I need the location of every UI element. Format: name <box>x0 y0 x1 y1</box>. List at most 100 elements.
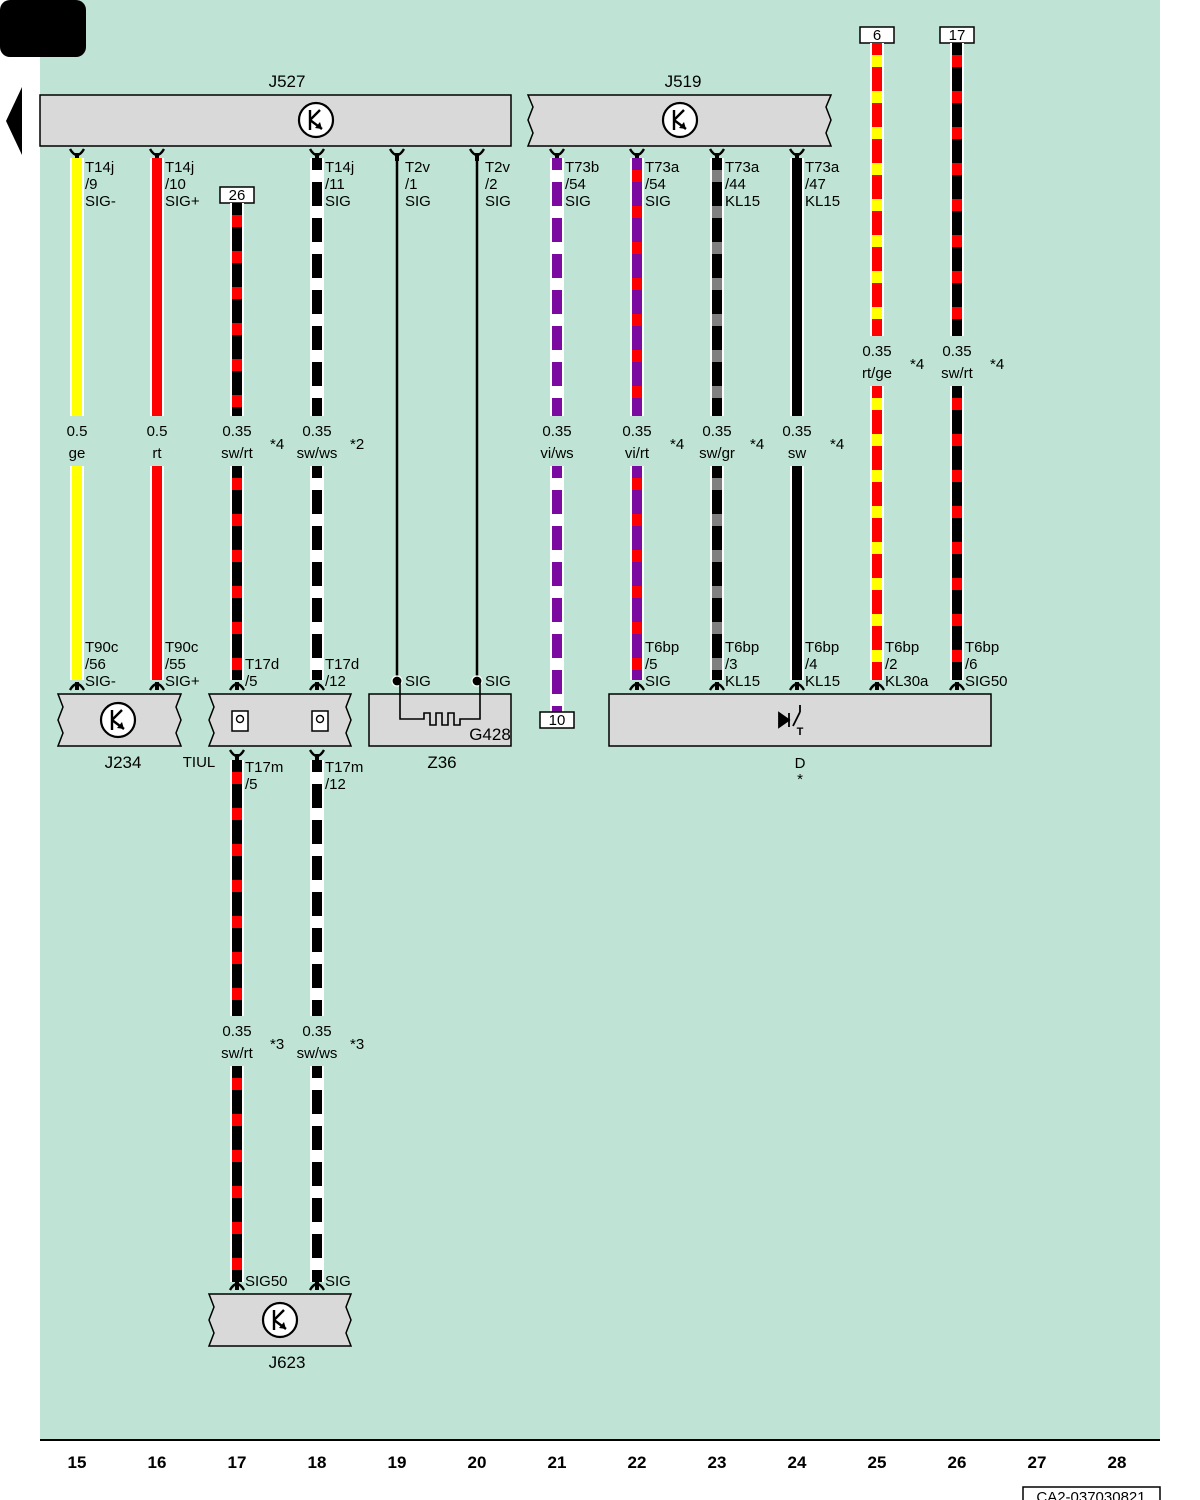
pin-label: T14j <box>165 159 194 176</box>
wire-color-code: sw/ws <box>297 1045 338 1062</box>
wire-size: 0.35 <box>302 1023 331 1040</box>
wire-segment[interactable] <box>310 158 324 416</box>
d-label: D <box>795 755 806 772</box>
pin-label: /5 <box>245 673 258 690</box>
pin-label: KL30a <box>885 673 929 690</box>
wire-color-code: vi/rt <box>625 445 650 462</box>
pin-label: SIG+ <box>165 193 200 210</box>
switch-terminal-mark: T <box>797 726 804 738</box>
pin-label: SIG <box>325 1273 351 1290</box>
page-tab[interactable] <box>0 0 86 57</box>
reference-number: 26 <box>229 187 246 204</box>
wire-segment[interactable] <box>950 43 964 336</box>
j519-label: J519 <box>665 72 702 91</box>
ignition-switch-icon <box>778 705 801 729</box>
wire-note: *3 <box>350 1036 364 1053</box>
column-number: 26 <box>948 1453 967 1472</box>
wire-size: 0.35 <box>942 343 971 360</box>
pin-label: T73a <box>805 159 840 176</box>
wire-segment[interactable] <box>710 158 724 416</box>
control-unit-icon <box>297 101 335 139</box>
column-number: 15 <box>68 1453 87 1472</box>
wire-note: *4 <box>750 436 764 453</box>
component-d[interactable] <box>608 693 992 747</box>
wire-size: 0.35 <box>702 423 731 440</box>
pin-label: T73a <box>725 159 760 176</box>
pin-label: T17m <box>245 759 283 776</box>
wire-size: 0.35 <box>302 423 331 440</box>
pin-label: /5 <box>645 656 658 673</box>
wire-segment[interactable] <box>230 1066 244 1282</box>
wire-segment[interactable] <box>870 43 884 336</box>
connector-icon <box>231 710 329 732</box>
pin-label: T17d <box>245 656 279 673</box>
reference-box <box>539 711 575 729</box>
control-unit-icon <box>261 1301 299 1339</box>
column-number: 17 <box>228 1453 247 1472</box>
wire-color-code: sw/gr <box>699 445 735 462</box>
connector-pin-stub <box>235 754 239 762</box>
wire-segment[interactable] <box>150 466 164 680</box>
wire-segment[interactable] <box>230 760 244 1016</box>
wire-segment[interactable] <box>630 158 644 416</box>
pin-label: T6bp <box>965 639 999 656</box>
pin-label: /55 <box>165 656 186 673</box>
component-z36[interactable] <box>368 693 512 747</box>
component-tiul[interactable] <box>207 693 353 747</box>
pin-label: /3 <box>725 656 738 673</box>
wire-segment[interactable] <box>550 158 564 416</box>
wire-color-code: vi/ws <box>540 445 573 462</box>
pin-label: /12 <box>325 776 346 793</box>
wire-segment[interactable] <box>550 466 564 712</box>
component-j527[interactable] <box>39 94 512 147</box>
wire-segment[interactable] <box>870 386 884 680</box>
connector-pin-stub <box>315 153 319 161</box>
pin-label: T90c <box>85 639 119 656</box>
pin-label: KL15 <box>805 193 840 210</box>
wire-segment[interactable] <box>310 1066 324 1282</box>
wire-segment[interactable] <box>630 466 644 680</box>
connector-pin-stub <box>155 153 159 161</box>
column-number: 23 <box>708 1453 727 1472</box>
wire-segment[interactable] <box>230 203 244 416</box>
wire-segment[interactable] <box>790 158 804 416</box>
pin-label: /2 <box>885 656 898 673</box>
connector-pin-stub <box>235 682 239 690</box>
wire-segment[interactable] <box>150 158 164 416</box>
wire-color-code: rt/ge <box>862 365 892 382</box>
wire-segment[interactable] <box>790 466 804 680</box>
wire-segment[interactable] <box>70 158 84 416</box>
pin-label: SIG <box>405 673 431 690</box>
wire-segment[interactable] <box>70 466 84 680</box>
wire-segment[interactable] <box>310 466 324 680</box>
pin-label: KL15 <box>725 673 760 690</box>
reference-number: 17 <box>949 27 966 44</box>
wire-size: 0.5 <box>67 423 88 440</box>
wire-note: *4 <box>830 436 844 453</box>
wire-segment[interactable] <box>230 466 244 680</box>
pin-label: KL15 <box>805 673 840 690</box>
connector-pin-stub <box>235 1282 239 1290</box>
wire-size: 0.35 <box>222 1023 251 1040</box>
wire-note: *4 <box>270 436 284 453</box>
pin-label: SIG <box>405 193 431 210</box>
wire-note: *4 <box>670 436 684 453</box>
column-number: 22 <box>628 1453 647 1472</box>
pin-label: SIG <box>645 673 671 690</box>
pin-label: T6bp <box>645 639 679 656</box>
pin-label: /54 <box>565 176 586 193</box>
pin-label: /44 <box>725 176 746 193</box>
wire-segment[interactable] <box>710 466 724 680</box>
connector-pin-stub <box>635 682 639 690</box>
previous-page-arrow-icon[interactable] <box>6 87 22 155</box>
connector-pin-stub <box>75 153 79 161</box>
pin-label: SIG <box>485 193 511 210</box>
column-number: 21 <box>548 1453 567 1472</box>
pin-label: T73b <box>565 159 599 176</box>
wire-size: 0.35 <box>222 423 251 440</box>
pin-label: /1 <box>405 176 418 193</box>
wire-color-code: sw/ws <box>297 445 338 462</box>
wire-segment[interactable] <box>310 760 324 1016</box>
wire-segment[interactable] <box>950 386 964 680</box>
